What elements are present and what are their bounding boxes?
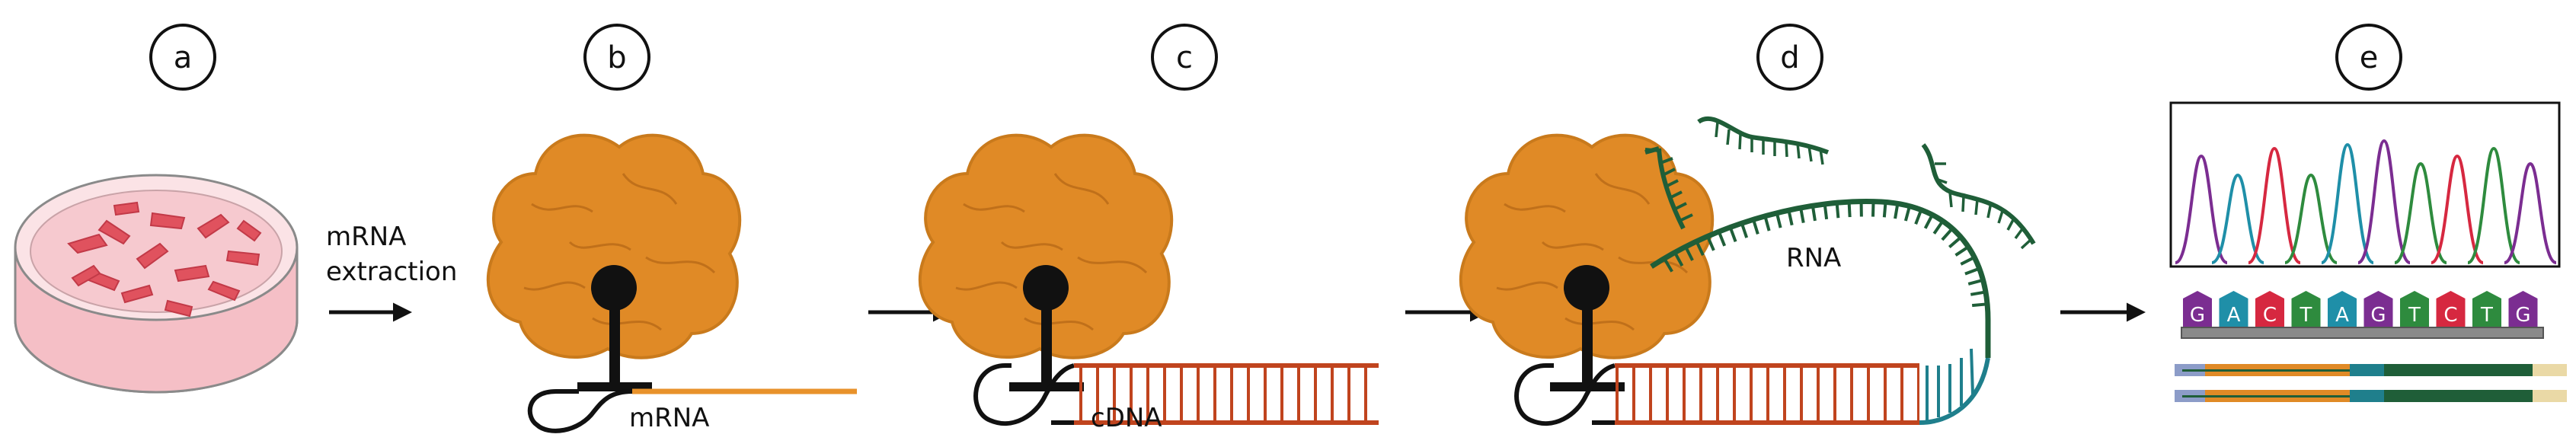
step-a-marker: a (149, 24, 216, 91)
chromatogram-icon (2169, 101, 2561, 268)
base-call-9 (2472, 291, 2501, 327)
step-e-label: e (2360, 40, 2379, 75)
base-call-8 (2436, 291, 2466, 327)
mrna-label: mRNA (629, 403, 709, 433)
sequence-baseline (2181, 327, 2544, 339)
base-call-10 (2508, 291, 2538, 327)
chromatogram-peak-7 (2394, 161, 2447, 264)
base-call-label-10: G (2515, 304, 2530, 327)
chromatogram-peak-10 (2504, 161, 2557, 264)
step-b-marker: b (583, 24, 650, 91)
base-call-label-8: C (2443, 304, 2457, 327)
base-call-4 (2291, 291, 2321, 327)
base-call-1 (2183, 291, 2212, 327)
chromatogram-peak-5 (2321, 142, 2374, 264)
base-call-label-2: A (2227, 304, 2241, 327)
step-a-label: a (174, 40, 193, 75)
rna-fragment-2 (1921, 143, 2036, 245)
aligned-read-1 (2175, 364, 2567, 376)
step-d-label: d (1780, 40, 1799, 75)
aligned-read-2 (2175, 390, 2567, 402)
base-call-5 (2328, 291, 2357, 327)
base-call-6 (2363, 291, 2393, 327)
chromatogram-peak-8 (2431, 154, 2484, 264)
step-c-label: c (1176, 40, 1193, 75)
extraction-label-line2: extraction (326, 257, 457, 287)
step-d-marker: d (1756, 24, 1823, 91)
base-call-label-1: G (2190, 304, 2205, 327)
rna-label: RNA (1786, 243, 1841, 273)
base-call-label-7: T (2408, 304, 2421, 327)
chromatogram-peak-9 (2467, 146, 2520, 264)
cdna-label: cDNA (1091, 403, 1162, 433)
base-call-label-4: T (2300, 304, 2312, 327)
base-call-2 (2219, 291, 2248, 327)
chromatogram-peak-6 (2357, 139, 2411, 264)
chromatogram-peak-1 (2175, 154, 2228, 264)
base-call-3 (2255, 291, 2284, 327)
base-call-7 (2400, 291, 2429, 327)
base-call-label-9: T (2480, 304, 2493, 327)
chromatogram-peak-2 (2211, 173, 2264, 264)
reverse-transcriptase-c (918, 133, 1379, 426)
chromatogram-peak-3 (2248, 146, 2301, 264)
step-c-marker: c (1151, 24, 1218, 91)
base-call-label-3: C (2263, 304, 2277, 327)
reverse-transcriptase-d (1459, 116, 2036, 426)
base-call-label-5: A (2335, 304, 2349, 327)
step-e-marker: e (2335, 24, 2402, 91)
chromatogram-peak-4 (2284, 173, 2338, 264)
reverse-transcriptase-b (486, 133, 857, 433)
base-call-label-6: G (2370, 304, 2386, 327)
petri-dish-icon (14, 174, 299, 394)
step-b-label: b (607, 40, 626, 75)
extraction-label-line1: mRNA (326, 222, 406, 252)
